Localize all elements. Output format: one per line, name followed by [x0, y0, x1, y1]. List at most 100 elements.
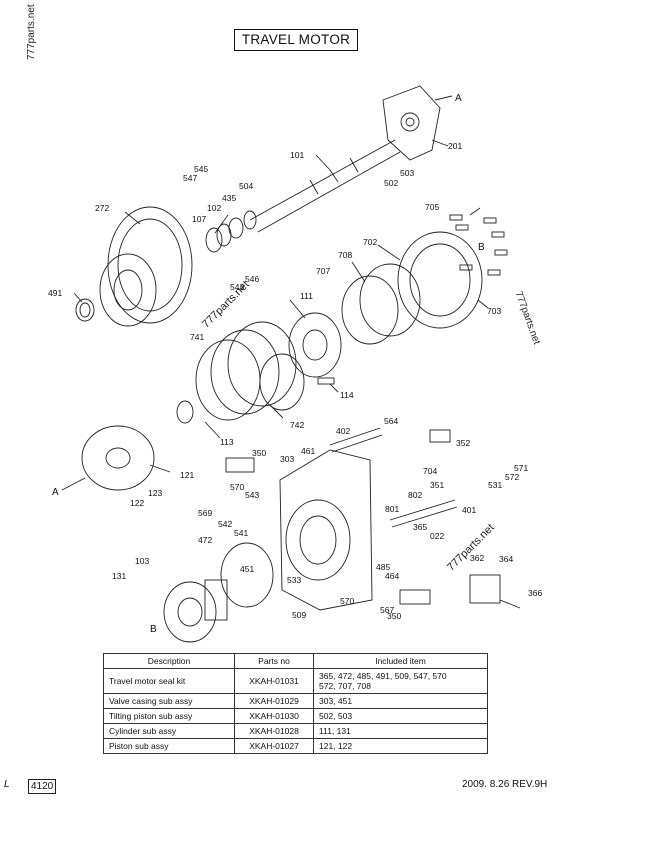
- cylinder-111: [288, 312, 342, 378]
- table-row: Travel motor seal kit XKAH-01031 365, 47…: [103, 668, 488, 694]
- row-description: Travel motor seal kit: [103, 668, 235, 694]
- column-included-item: Included item: [313, 653, 488, 669]
- callout-543: 543: [245, 490, 259, 500]
- callout-472: 472: [198, 535, 212, 545]
- callout-350: 350: [387, 611, 401, 621]
- parts-kit-table: Description Parts no Included item Trave…: [103, 653, 488, 754]
- callout-502: 502: [384, 178, 398, 188]
- callout-509: 509: [292, 610, 306, 620]
- row-parts-no: XKAH-01028: [234, 723, 314, 739]
- page-title: TRAVEL MOTOR: [234, 29, 358, 51]
- callout-567: 567: [380, 605, 394, 615]
- casing-272: [99, 206, 193, 327]
- included-items-line2: 572, 707, 708: [319, 681, 371, 691]
- callout-113: 113: [220, 437, 234, 447]
- row-parts-no: XKAH-01030: [234, 708, 314, 724]
- callout-121: 121: [180, 470, 194, 480]
- callout-504: 504: [239, 181, 253, 191]
- callout-707: 707: [316, 266, 330, 276]
- callout-801: 801: [385, 504, 399, 514]
- callout-572: 572: [505, 472, 519, 482]
- column-parts-no: Parts no: [234, 653, 314, 669]
- callout-533: 533: [287, 575, 301, 585]
- callout-564: 564: [384, 416, 398, 426]
- callout-461: 461: [301, 446, 315, 456]
- callout-364: 364: [499, 554, 513, 564]
- callout-703: 703: [487, 306, 501, 316]
- row-parts-no: XKAH-01029: [234, 693, 314, 709]
- callout-702: 702: [363, 237, 377, 247]
- valve-casing-303: [279, 449, 373, 611]
- flange-201: [382, 85, 441, 161]
- callout-022: 022: [430, 531, 444, 541]
- callout-542: 542: [218, 519, 232, 529]
- callout-107: 107: [192, 214, 206, 224]
- callout-503: 503: [400, 168, 414, 178]
- callout-366: 366: [528, 588, 542, 598]
- callout-708: 708: [338, 250, 352, 260]
- callout-103: 103: [135, 556, 149, 566]
- callout-365: 365: [413, 522, 427, 532]
- row-description: Cylinder sub assy: [103, 723, 235, 739]
- column-description: Description: [103, 653, 235, 669]
- corner-mark: L: [4, 779, 10, 790]
- callout-102: 102: [207, 203, 221, 213]
- callout-435: 435: [222, 193, 236, 203]
- callout-741: 741: [190, 332, 204, 342]
- callout-546: 546: [245, 274, 259, 284]
- row-parts-no: XKAH-01027: [234, 738, 314, 754]
- callout-101: 101: [290, 150, 304, 160]
- callout-303: 303: [280, 454, 294, 464]
- callout-A: A: [52, 487, 59, 498]
- callout-351: 351: [430, 480, 444, 490]
- row-parts-no: XKAH-01031: [234, 668, 314, 694]
- callout-272: 272: [95, 203, 109, 213]
- table-header-row: Description Parts no Included item: [103, 653, 488, 669]
- callout-742: 742: [290, 420, 304, 430]
- callout-569: 569: [198, 508, 212, 518]
- plate-131: [163, 581, 217, 643]
- piston-assy-121: [81, 425, 155, 491]
- callout-570: 570: [340, 596, 354, 606]
- row-included-items: 111, 131: [313, 723, 488, 739]
- callout-802: 802: [408, 490, 422, 500]
- callout-547: 547: [183, 173, 197, 183]
- cover-702: [397, 231, 483, 329]
- callout-402: 402: [336, 426, 350, 436]
- callout-A: A: [455, 93, 462, 104]
- callout-201: 201: [448, 141, 462, 151]
- row-included-items: 303, 451: [313, 693, 488, 709]
- row-description: Valve casing sub assy: [103, 693, 235, 709]
- callout-485: 485: [376, 562, 390, 572]
- row-included-items: 502, 503: [313, 708, 488, 724]
- callout-111: 111: [300, 291, 313, 301]
- included-items-line1: 365, 472, 485, 491, 509, 547, 570: [319, 671, 447, 681]
- table-row: Valve casing sub assy XKAH-01029 303, 45…: [103, 693, 488, 709]
- callout-362: 362: [470, 553, 484, 563]
- table-row: Cylinder sub assy XKAH-01028 111, 131: [103, 723, 488, 739]
- callout-123: 123: [148, 488, 162, 498]
- callout-543: 543: [230, 282, 244, 292]
- callout-545: 545: [194, 164, 208, 174]
- row-description: Tilting piston sub assy: [103, 708, 235, 724]
- callout-114: 114: [340, 390, 354, 400]
- callout-131: 131: [112, 571, 126, 581]
- callout-491: 491: [48, 288, 62, 298]
- callout-350: 350: [252, 448, 266, 458]
- revision-date: 2009. 8.26 REV.9H: [462, 779, 548, 790]
- callout-571: 571: [514, 463, 528, 473]
- row-included-items: 365, 472, 485, 491, 509, 547, 570 572, 7…: [313, 668, 488, 694]
- callout-464: 464: [385, 571, 399, 581]
- callout-705: 705: [425, 202, 439, 212]
- callout-531: 531: [488, 480, 502, 490]
- callout-541: 541: [234, 528, 248, 538]
- callout-B: B: [478, 242, 485, 253]
- callout-704: 704: [423, 466, 437, 476]
- callout-401: 401: [462, 505, 476, 515]
- table-row: Piston sub assy XKAH-01027 121, 122: [103, 738, 488, 754]
- callout-122: 122: [130, 498, 144, 508]
- exploded-parts-diagram: A201101545547503502504435102107272546543…: [48, 85, 542, 643]
- page-number: 4120: [28, 779, 57, 794]
- callout-570: 570: [230, 482, 244, 492]
